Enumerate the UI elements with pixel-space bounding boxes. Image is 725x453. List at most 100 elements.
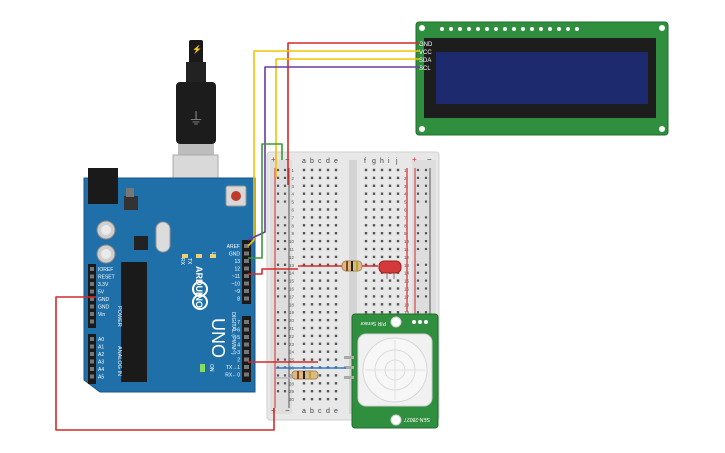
- arduino-pin-label: TX→1: [226, 365, 240, 371]
- arduino-pin-label: A4: [98, 367, 104, 373]
- arduino-pin-label: ~10: [232, 282, 241, 288]
- arduino-pin-label: A1: [98, 345, 104, 351]
- lcd-screen: [436, 52, 648, 104]
- arduino-pin-label: 2: [237, 358, 240, 364]
- breadboard-row-number: 2: [291, 176, 294, 181]
- breadboard-row-number: 12: [289, 255, 295, 260]
- arduino-pin-label: ~6: [234, 328, 240, 334]
- breadboard-col-letter: b: [310, 408, 314, 415]
- led-label-tx: TX: [186, 258, 192, 265]
- on-label: ON: [208, 364, 214, 372]
- wire-lcd-gnd: [287, 42, 420, 185]
- arduino-pin-label: A5: [98, 375, 104, 381]
- breadboard-row-number: 6: [404, 208, 407, 213]
- arduino-pin-label: ~5: [234, 335, 240, 341]
- breadboard-col-letter: e: [334, 158, 338, 165]
- lcd-header-pins: [440, 27, 579, 31]
- breadboard-row-number: 10: [289, 239, 295, 244]
- arduino-brand: ARDUINO: [194, 266, 204, 308]
- wire-green-rail: [248, 143, 283, 259]
- arduino-pin-label: RESET: [98, 275, 115, 281]
- breadboard-col-letter: c: [318, 158, 322, 165]
- breadboard-row-number: 2: [404, 176, 407, 181]
- arduino-pin-label: 3.3V: [98, 282, 109, 288]
- pir-label-bottom: SEN-28027: [404, 416, 430, 422]
- breadboard-row-number: 30: [289, 397, 295, 402]
- arduino-pin-label: IOREF: [98, 267, 113, 273]
- breadboard-row-number: 8: [404, 223, 407, 228]
- pir-sensor: PIR Sensor SEN-28027: [344, 313, 439, 429]
- breadboard-row-number: 15: [289, 279, 295, 284]
- arduino-model: UNO: [208, 318, 228, 358]
- digital-label: DIGITAL (PWM~): [230, 312, 236, 355]
- lcd-pin-labels: GND VCC SDA SCL: [419, 42, 433, 72]
- wire-pin13: [248, 268, 298, 275]
- microcontroller-chip: [121, 262, 147, 382]
- lcd-pin-vcc: VCC: [419, 50, 432, 56]
- arduino-pin-label: ~3: [234, 350, 240, 356]
- arduino-pin-label: A0: [98, 337, 104, 343]
- arduino-pin-label: A3: [98, 360, 104, 366]
- breadboard-row-number: 4: [404, 192, 407, 197]
- breadboard-row-number: 19: [404, 310, 410, 315]
- breadboard-col-letter: g: [372, 158, 376, 165]
- breadboard-col-letter: d: [326, 408, 330, 415]
- wire-5v: [55, 296, 275, 431]
- led-label-l: L: [210, 252, 216, 255]
- arduino-pin-label: 8: [237, 297, 240, 303]
- arduino-pin-label: 13: [234, 259, 240, 265]
- reset-button[interactable]: [231, 191, 241, 201]
- analog-label: ANALOG IN: [116, 346, 122, 376]
- breadboard-plus-top-left: +: [271, 155, 276, 164]
- breadboard-row-number: 20: [289, 318, 295, 323]
- arduino-header-pins: [90, 244, 249, 379]
- arduino-pin-label: GND: [98, 305, 110, 311]
- breadboard-row-number: 8: [291, 223, 294, 228]
- arduino-pin-label: ~9: [234, 289, 240, 295]
- breadboard-row-number: 9: [291, 231, 294, 236]
- lcd-pin-gnd: GND: [419, 42, 433, 48]
- arduino-logo: [192, 281, 208, 310]
- arduino-pin-label: AREF: [227, 244, 240, 250]
- breadboard-row-number: 18: [289, 302, 295, 307]
- arduino-pin-label: A2: [98, 352, 104, 358]
- breadboard-row-number: 6: [291, 208, 294, 213]
- breadboard-row-number: 22: [289, 334, 295, 339]
- breadboard-col-letter: a: [302, 408, 306, 415]
- lcd-pin-sda: SDA: [419, 58, 431, 64]
- breadboard-row-number: 1: [404, 168, 407, 173]
- breadboard-col-letter: i: [388, 158, 390, 165]
- breadboard-row-number: 5: [404, 200, 407, 205]
- breadboard-row-number: 21: [289, 326, 295, 331]
- lightning-icon: ⚡: [192, 44, 202, 54]
- breadboard-minus-bottom-left: −: [285, 406, 290, 415]
- breadboard-row-number: 3: [291, 184, 294, 189]
- breadboard-row-number: 11: [289, 247, 294, 252]
- breadboard-col-letter: a: [302, 158, 306, 165]
- breadboard-row-number: 7: [404, 215, 407, 220]
- resistor-bottom: [291, 370, 319, 380]
- led-label-rx: RX: [179, 258, 185, 266]
- breadboard-row-number: 9: [404, 231, 407, 236]
- breadboard-row-number: 29: [289, 389, 295, 394]
- breadboard-row-number: 24: [289, 350, 295, 355]
- arduino-uno: ARDUINO UNO DIGITAL (PWM~) POWER ANALOG …: [83, 168, 256, 393]
- arduino-pin-label: 4: [237, 343, 240, 349]
- breadboard-row-number: 7: [291, 215, 294, 220]
- lcd-module: GND VCC SDA SCL: [415, 21, 669, 136]
- breadboard-row-number: 23: [289, 342, 295, 347]
- lcd-pin-scl: SCL: [419, 66, 431, 72]
- red-led: [378, 260, 402, 279]
- breadboard-row-number: 14: [289, 271, 295, 276]
- arduino-pin-label: GND: [98, 297, 110, 303]
- arduino-pin-label: GND: [229, 252, 241, 258]
- breadboard-row-number: 4: [291, 192, 294, 197]
- arduino-pin-label: Vin: [98, 312, 105, 318]
- breadboard-row-number: 19: [289, 310, 295, 315]
- usb-icon: ⏚: [188, 110, 204, 128]
- breadboard-col-letter: f: [364, 158, 366, 165]
- arduino-pin-labels: IOREFRESET3.3V5VGNDGNDVinA0A1A2A3A4A5ARE…: [98, 244, 240, 381]
- wires: [55, 42, 420, 431]
